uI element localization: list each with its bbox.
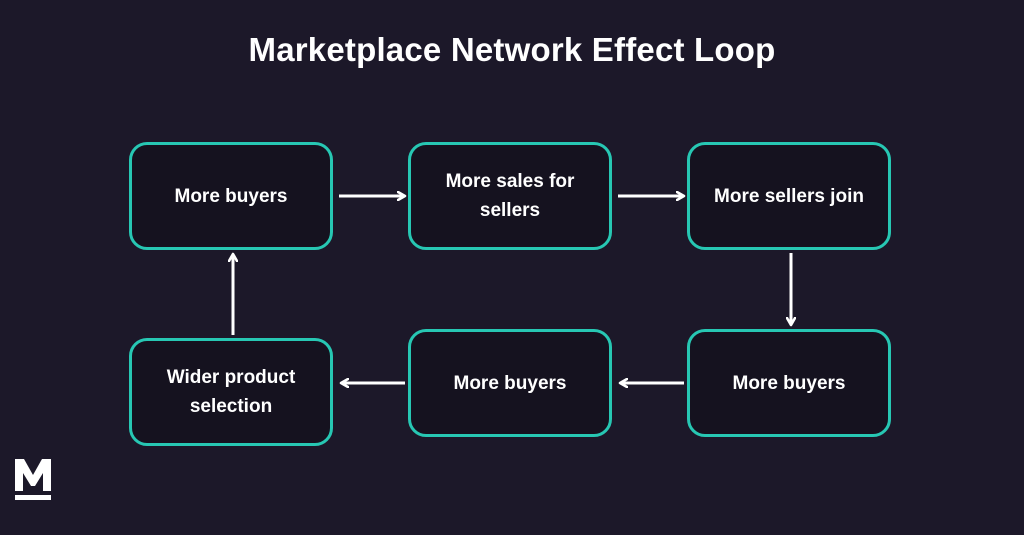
node-label: More sales for sellers xyxy=(445,171,575,221)
node-label: More buyers xyxy=(453,372,567,394)
node-label: Wider product selection xyxy=(166,367,296,417)
node-more-sellers-join: More sellers join xyxy=(687,142,891,250)
node-wider-product-selection: Wider product selection xyxy=(129,338,333,446)
node-more-buyers-top: More buyers xyxy=(129,142,333,250)
node-more-buyers-right: More buyers xyxy=(687,329,891,437)
brand-m-logo-icon xyxy=(15,459,51,500)
node-more-sales-for-sellers: More sales for sellers xyxy=(408,142,612,250)
node-label: More buyers xyxy=(732,372,846,394)
node-label: More sellers join xyxy=(714,185,864,207)
node-more-buyers-middle: More buyers xyxy=(408,329,612,437)
diagram-title: Marketplace Network Effect Loop xyxy=(248,31,776,68)
node-label: More buyers xyxy=(174,185,288,207)
